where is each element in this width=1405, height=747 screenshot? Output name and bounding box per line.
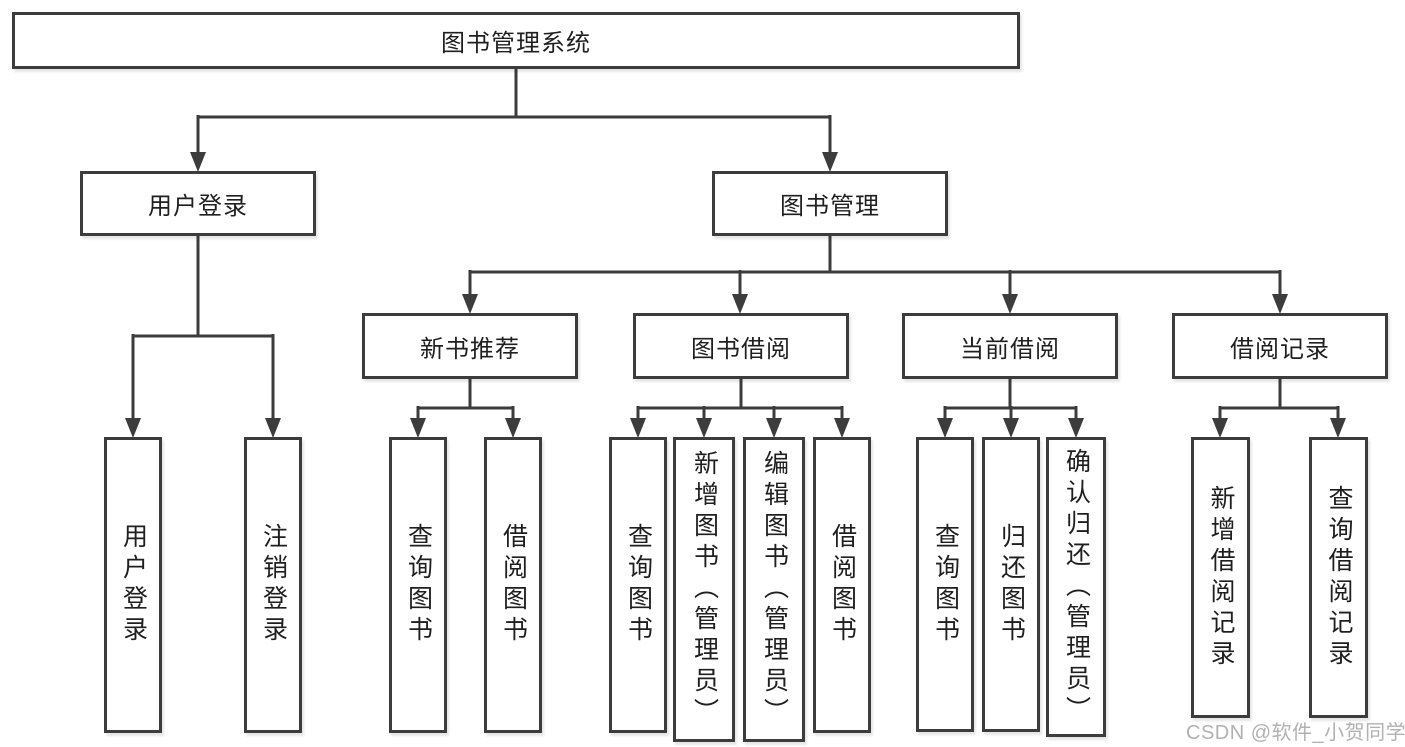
node-leaf-newbook-borrow: 借阅图书	[484, 437, 542, 733]
node-root: 图书管理系统	[12, 12, 1020, 69]
node-leaf-logout: 注销登录	[244, 437, 302, 733]
node-leaf-record-add: 新增借阅记录	[1191, 437, 1250, 718]
node-leaf-borrow-add-admin: 新增图书（管理员）	[673, 437, 735, 742]
node-current-borrow: 当前借阅	[902, 313, 1118, 379]
node-leaf-newbook-query: 查询图书	[389, 437, 447, 733]
node-leaf-borrow-borrow: 借阅图书	[813, 437, 871, 733]
node-user-login: 用户登录	[80, 171, 316, 236]
node-leaf-record-query: 查询借阅记录	[1309, 437, 1368, 718]
arrowheads	[125, 152, 1346, 438]
node-leaf-current-confirm-admin: 确认归还（管理员）	[1046, 437, 1106, 737]
node-borrow-record: 借阅记录	[1172, 313, 1388, 379]
node-leaf-user-login: 用户登录	[104, 437, 162, 733]
node-book-management: 图书管理	[712, 171, 948, 236]
node-book-borrow: 图书借阅	[633, 313, 849, 379]
node-leaf-current-return: 归还图书	[982, 437, 1040, 732]
node-new-book-recommend: 新书推荐	[362, 313, 578, 379]
node-leaf-current-query: 查询图书	[916, 437, 974, 732]
node-leaf-borrow-edit-admin: 编辑图书（管理员）	[743, 437, 805, 742]
watermark-text: CSDN @软件_小贺同学	[1186, 722, 1405, 744]
node-leaf-borrow-query: 查询图书	[609, 437, 667, 733]
